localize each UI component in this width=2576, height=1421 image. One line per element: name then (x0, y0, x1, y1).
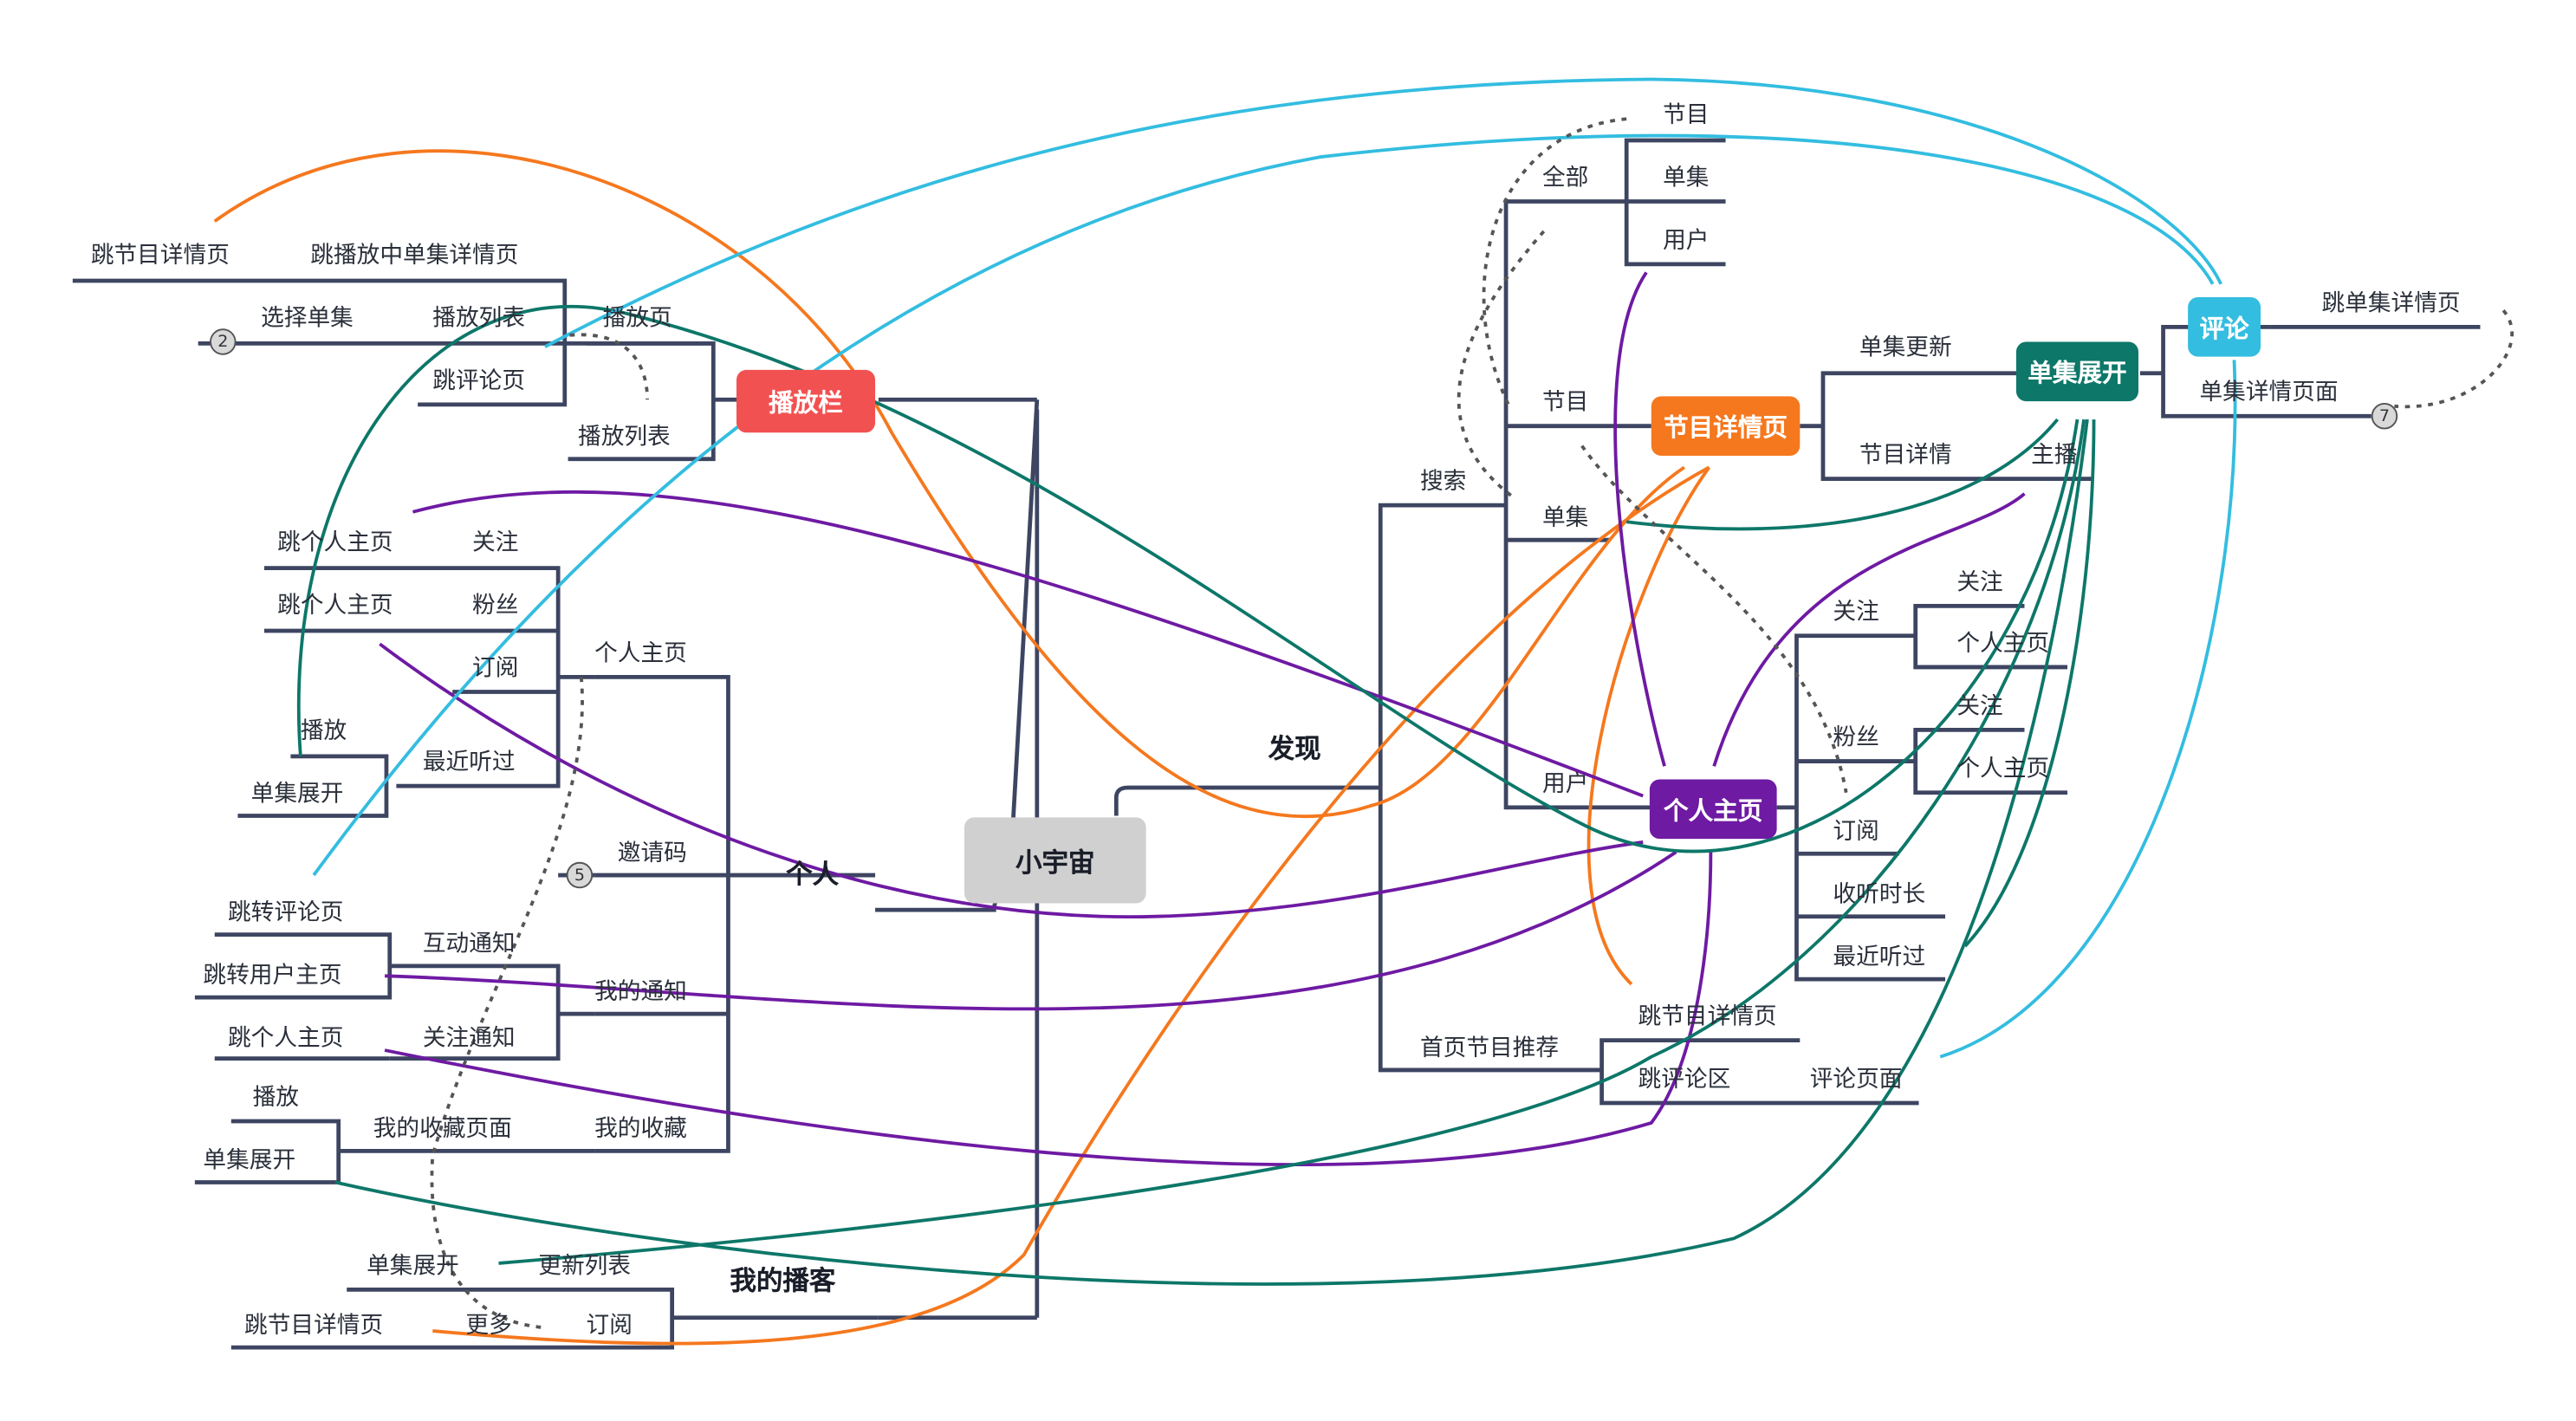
topic-label[interactable]: 跳播放中单集详情页 (310, 243, 519, 269)
topic-label[interactable]: 关注 (1956, 693, 2003, 720)
topic-label[interactable]: 首页节目推荐 (1419, 1035, 1560, 1062)
cyan-links (312, 77, 2237, 1059)
purple-links (379, 271, 2026, 1166)
topic-label[interactable]: 更新列表 (538, 1253, 632, 1280)
structure-lines (72, 138, 2481, 1350)
topic-label[interactable]: 个人主页 (1956, 631, 2050, 658)
topic-label[interactable]: 评论页面 (1809, 1067, 1903, 1093)
topic-label[interactable]: 我的收藏 (594, 1116, 687, 1143)
orange-links (213, 149, 1711, 1346)
topic-label[interactable]: 节目 (1541, 389, 1589, 417)
topic-label[interactable]: 个人主页 (1956, 756, 2050, 783)
program-detail-node[interactable]: 节目详情页 (1651, 396, 1801, 456)
topic-label[interactable]: 单集详情页面 (2199, 380, 2339, 406)
topic-label[interactable]: 单集展开 (203, 1147, 296, 1175)
personal-home-node[interactable]: 个人主页 (1649, 779, 1777, 840)
teal-links (296, 304, 2096, 1286)
topic-label[interactable]: 搜索 (1419, 469, 1467, 496)
topic-label[interactable]: 邀请码 (617, 840, 687, 867)
topic-label[interactable]: 播放页 (602, 305, 672, 333)
topic-label[interactable]: 更多 (465, 1313, 512, 1340)
topic-label[interactable]: 关注 (472, 529, 519, 557)
topic-label[interactable]: 选择单集 (261, 305, 354, 333)
topic-label[interactable]: 跳个人主页 (277, 529, 393, 557)
topic-label[interactable]: 播放列表 (578, 424, 671, 451)
topic-label[interactable]: 单集展开 (250, 781, 344, 808)
topic-label[interactable]: 节目详情 (1859, 442, 1952, 470)
topic-label[interactable]: 用户 (1541, 770, 1589, 798)
topic-label[interactable]: 全部 (1541, 165, 1589, 192)
topic-label[interactable]: 单集 (1541, 505, 1589, 532)
topic-label[interactable]: 我的通知 (594, 979, 687, 1006)
collapsed-count-badge[interactable]: 7 (2371, 403, 2398, 430)
collapsed-count-badge[interactable]: 2 (210, 328, 237, 355)
topic-label[interactable]: 跳个人主页 (227, 1025, 344, 1052)
episode-expand-node[interactable]: 单集展开 (2015, 341, 2138, 402)
topic-label[interactable]: 关注 (1956, 569, 2003, 596)
topic-label[interactable]: 单集 (1663, 165, 1710, 192)
comment-node[interactable]: 评论 (2188, 297, 2261, 357)
topic-label[interactable]: 单集展开 (367, 1253, 459, 1280)
topic-label[interactable]: 跳单集详情页 (2321, 290, 2461, 317)
topic-label[interactable]: 播放列表 (432, 305, 526, 333)
topic-label[interactable]: 播放 (300, 718, 347, 745)
topic-label[interactable]: 播放 (252, 1085, 299, 1112)
topic-label[interactable]: 订阅 (1833, 819, 1879, 846)
topic-label[interactable]: 跳评论区 (1638, 1067, 1731, 1093)
topic-label[interactable]: 跳评论页 (432, 367, 526, 395)
collapsed-count-badge[interactable]: 5 (566, 861, 594, 889)
topic-label[interactable]: 最近听过 (1833, 944, 1926, 971)
topic-label[interactable]: 关注 (1833, 599, 1879, 626)
topic-label[interactable]: 关注通知 (422, 1025, 516, 1052)
topic-label[interactable]: 互动通知 (422, 931, 516, 958)
topic-label[interactable]: 用户 (1663, 227, 1710, 255)
topic-label[interactable]: 跳个人主页 (277, 593, 393, 620)
topic-label[interactable]: 跳节目详情页 (244, 1313, 384, 1340)
topic-label[interactable]: 订阅 (586, 1313, 633, 1340)
topic-label[interactable]: 收听时长 (1833, 881, 1926, 909)
topic-label[interactable]: 最近听过 (422, 749, 516, 776)
topic-label[interactable]: 我的收藏页面 (373, 1116, 512, 1143)
root-node[interactable]: 小宇宙 (964, 817, 1146, 904)
topic-label[interactable]: 个人主页 (594, 640, 687, 667)
topic-label[interactable]: 跳转用户主页 (203, 963, 342, 990)
topic-label[interactable]: 跳转评论页 (227, 899, 344, 927)
topic-label[interactable]: 粉丝 (472, 593, 519, 620)
topic-label[interactable]: 单集更新 (1859, 334, 1952, 362)
topic-label[interactable]: 粉丝 (1833, 724, 1879, 752)
topic-label[interactable]: 跳节目详情页 (90, 243, 230, 269)
branch-discover[interactable]: 发现 (1268, 733, 1321, 765)
topic-label[interactable]: 跳节目详情页 (1638, 1003, 1777, 1031)
play-bar-node[interactable]: 播放栏 (736, 369, 876, 433)
branch-my-podcast[interactable]: 我的播客 (730, 1264, 836, 1297)
topic-label[interactable]: 订阅 (472, 655, 519, 683)
topic-label[interactable]: 节目 (1663, 102, 1710, 129)
dashed-links (430, 117, 2514, 1330)
branch-personal[interactable]: 个人 (786, 859, 840, 891)
topic-label[interactable]: 主播 (2031, 442, 2078, 470)
